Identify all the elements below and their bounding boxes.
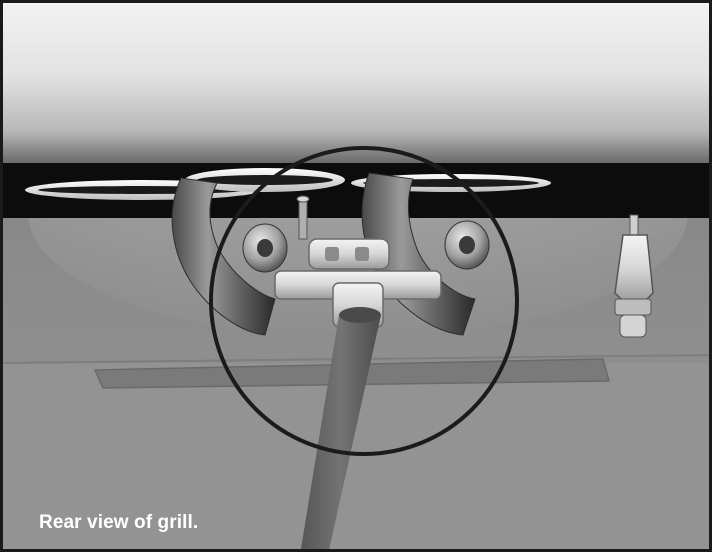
side-igniter-stem — [629, 214, 639, 238]
hose-end — [339, 307, 381, 323]
gas-hose — [300, 315, 381, 549]
igniter-pin — [298, 198, 308, 240]
valve-left-center — [257, 239, 273, 257]
highlight-circle — [209, 146, 519, 456]
fitting-block — [308, 238, 390, 270]
burner-tube-left — [171, 177, 276, 336]
grill-rear-illustration — [3, 3, 709, 549]
side-igniter-tip — [619, 314, 647, 338]
fitting-block-slot — [325, 247, 339, 261]
side-igniter-nut — [614, 298, 652, 316]
fitting-block-slot-2 — [355, 247, 369, 261]
valve-right-center — [459, 236, 475, 254]
grill-lid — [3, 3, 709, 163]
igniter-tip — [296, 195, 310, 203]
figure-caption: Rear view of grill. — [39, 512, 199, 533]
burner-ring-center-inner — [197, 175, 333, 185]
